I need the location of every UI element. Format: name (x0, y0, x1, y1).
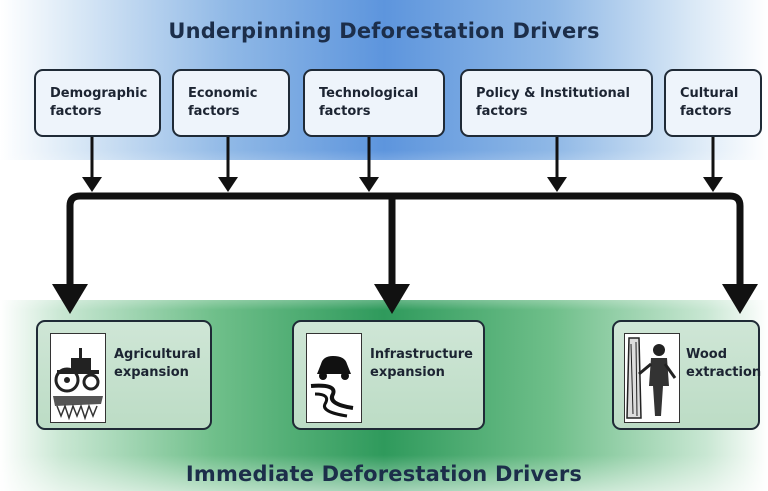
factor-box-cultural: Cultural factors (664, 69, 762, 137)
driver-box-infrastructure: Infrastructure expansion (292, 320, 485, 430)
driver-label-infrastructure: Infrastructure expansion (370, 347, 473, 380)
factor-label-technological: Technological factors (319, 86, 419, 119)
factor-box-technological: Technological factors (303, 69, 445, 137)
logger-icon (624, 333, 680, 423)
factor-label-cultural: Cultural factors (680, 86, 739, 119)
tractor-icon (50, 333, 106, 423)
immediate-drivers-title: Immediate Deforestation Drivers (185, 462, 583, 486)
factor-label-economic: Economic factors (188, 86, 258, 119)
driver-label-wood: Wood extraction (686, 347, 762, 380)
bottom-band-lower-fade (0, 455, 768, 491)
factor-box-policy-institutional: Policy & Institutional factors (460, 69, 653, 137)
driver-label-agricultural: Agricultural expansion (114, 347, 201, 380)
winding-road-icon (306, 333, 362, 423)
arrowhead-infrastructure (374, 284, 410, 314)
underpinning-drivers-title: Underpinning Deforestation Drivers (168, 19, 600, 43)
factor-label-demographic: Demographic factors (50, 86, 148, 119)
arrowhead-agricultural (52, 284, 88, 314)
factor-arrows (90, 137, 715, 180)
top-band-fade (0, 150, 768, 220)
arrowhead-wood (722, 284, 758, 314)
driver-box-agricultural: Agricultural expansion (36, 320, 212, 430)
factor-label-policy-institutional: Policy & Institutional factors (476, 86, 630, 119)
main-connector-bus (66, 192, 744, 292)
driver-box-wood: Wood extraction (612, 320, 762, 430)
factor-arrowheads (82, 177, 723, 192)
factor-box-demographic: Demographic factors (34, 69, 161, 137)
driver-arrowheads (52, 284, 758, 314)
factor-box-economic: Economic factors (172, 69, 290, 137)
